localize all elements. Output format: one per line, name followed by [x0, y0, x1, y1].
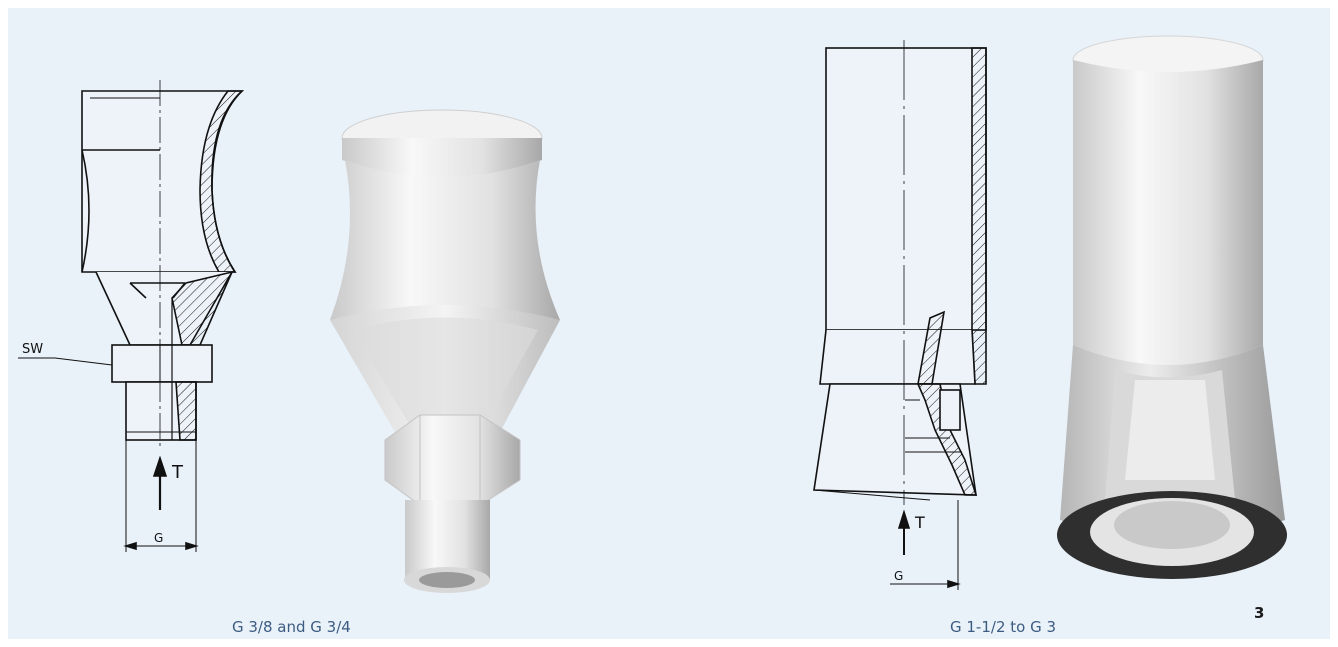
page-number: 3: [1254, 604, 1265, 622]
sw-label: SW: [22, 342, 43, 357]
small-nozzle-drawing: [18, 80, 245, 552]
t-label-large: T: [914, 513, 925, 532]
small-nozzle-render: [330, 109, 560, 593]
t-label-small: T: [171, 462, 184, 483]
g-label-large: G: [894, 569, 903, 583]
large-nozzle-render: [1057, 35, 1287, 579]
g-label-small: G: [154, 531, 163, 545]
large-nozzle-drawing: [813, 40, 987, 590]
large-nozzle-caption: G 1-1/2 to G 3: [950, 618, 1057, 636]
small-nozzle-caption: G 3/8 and G 3/4: [232, 618, 351, 636]
